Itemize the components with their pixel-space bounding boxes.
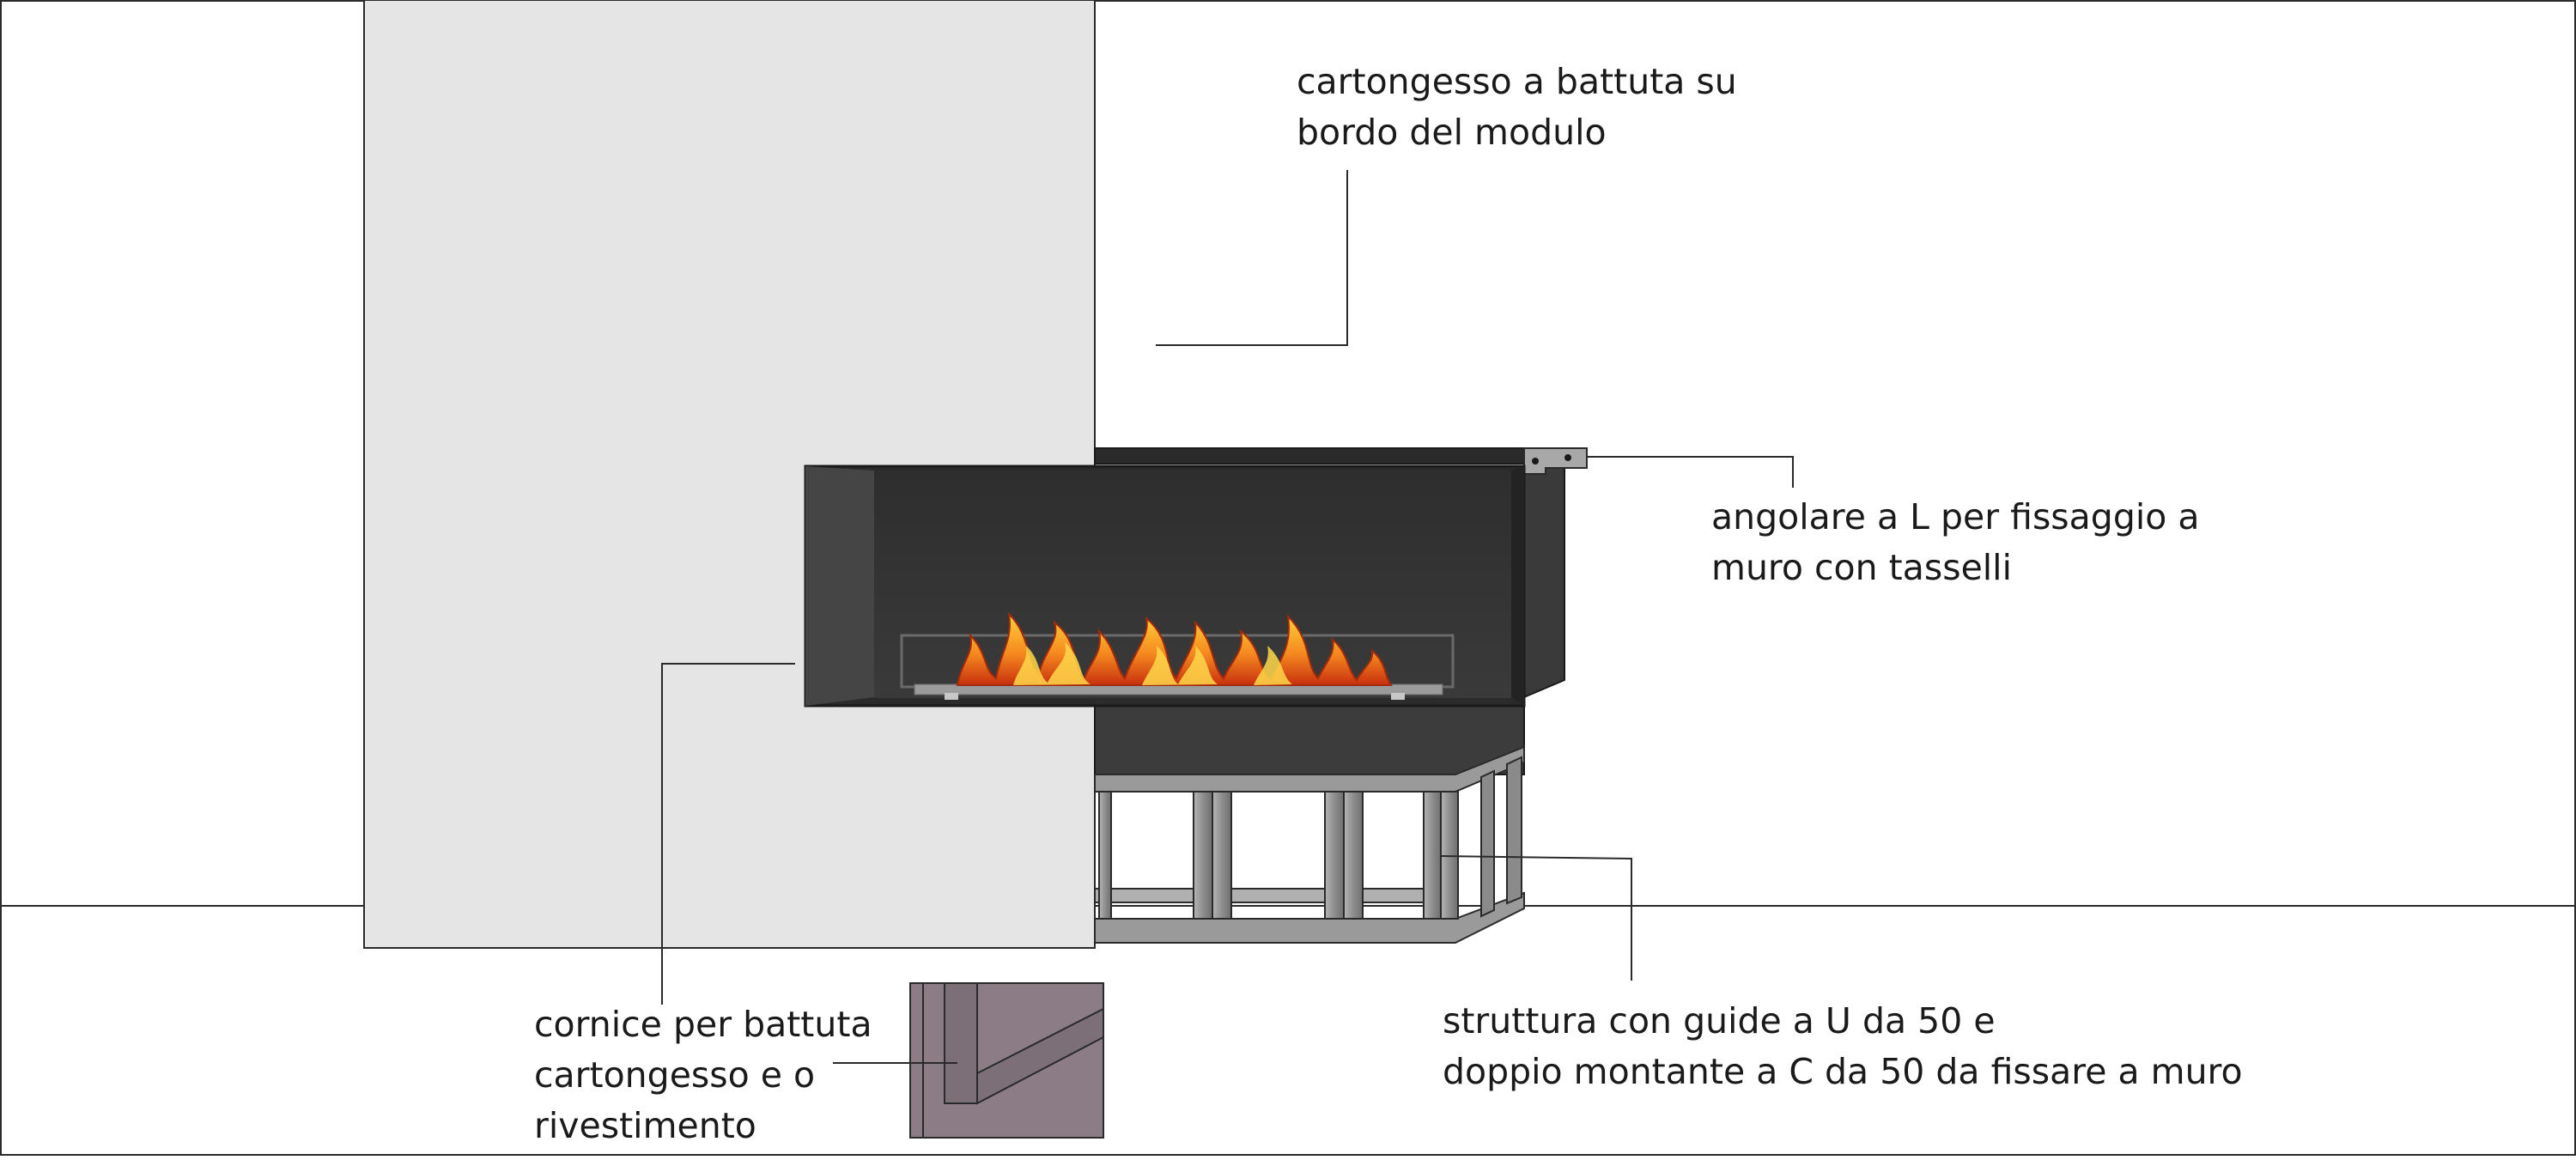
label-frame-line-3: rivestimento <box>534 1105 756 1146</box>
frame-detail-inset <box>909 982 1104 1139</box>
label-drywall-line-1: cartongesso a battuta su <box>1297 61 1737 102</box>
label-structure-line-2: doppio montante a C da 50 da fissare a m… <box>1443 1051 2243 1092</box>
label-frame-line-2: cartongesso e o <box>534 1054 816 1096</box>
label-drywall: cartongesso a battuta su bordo del modul… <box>1297 57 1737 158</box>
label-frame: cornice per battuta cartongesso e o rive… <box>534 999 872 1151</box>
firebox-body <box>1094 447 1565 775</box>
label-bracket: angolare a L per fissaggio a muro con ta… <box>1711 492 2199 593</box>
leader-bracket <box>1587 456 1794 488</box>
label-frame-line-1: cornice per battuta <box>534 1004 872 1045</box>
leader-drywall <box>1156 170 1348 346</box>
l-bracket <box>1523 447 1588 475</box>
label-drywall-line-2: bordo del modulo <box>1297 112 1607 153</box>
leader-frame <box>661 663 795 1005</box>
flame-icon <box>956 611 1394 686</box>
bracket-screw-1 <box>1532 458 1539 465</box>
label-bracket-line-1: angolare a L per fissaggio a <box>1711 496 2200 537</box>
label-structure: struttura con guide a U da 50 e doppio m… <box>1443 996 2243 1097</box>
steel-stud-structure <box>1094 745 1525 944</box>
label-structure-line-1: struttura con guide a U da 50 e <box>1443 1000 1996 1042</box>
label-bracket-line-2: muro con tasselli <box>1711 547 2012 588</box>
bracket-screw-2 <box>1564 454 1571 461</box>
leader-structure <box>1440 855 1632 981</box>
